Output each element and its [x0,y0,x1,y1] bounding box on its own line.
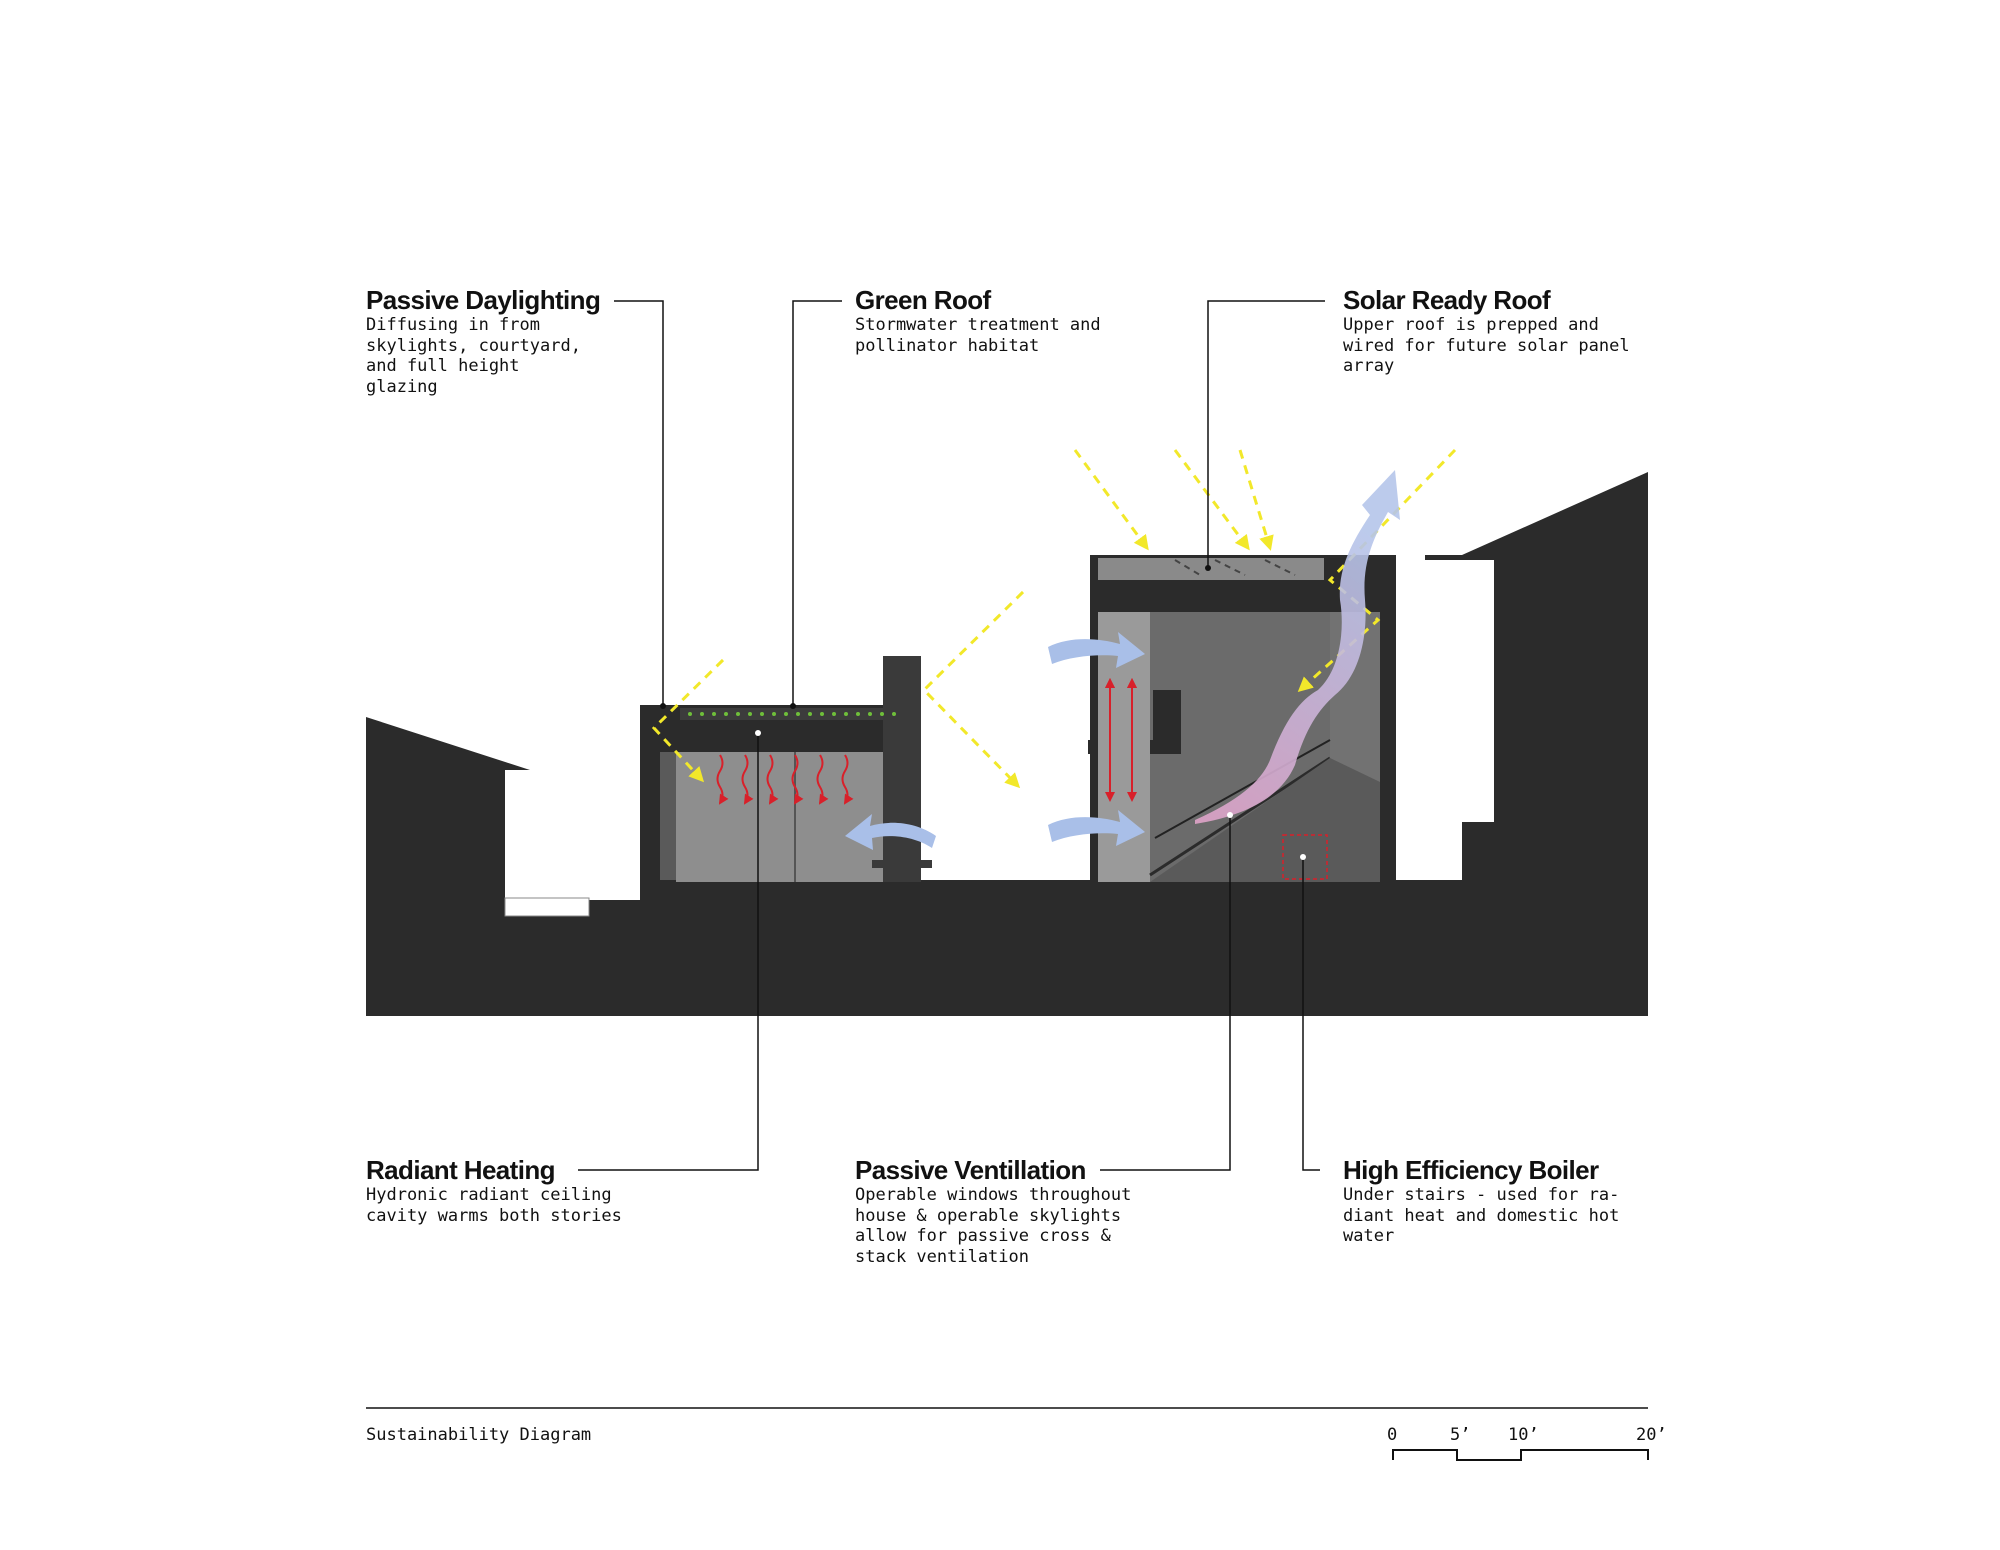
radiant-heat-arrows [716,678,1137,805]
lower-house [640,656,932,883]
callout-passive-ventilation: Passive Ventillation Operable windows th… [855,1155,1215,1267]
callout-text: Upper roof is prepped and wired for futu… [1343,315,1630,376]
callout-title: Radiant Heating [366,1155,556,1185]
boiler-marker [1282,834,1328,880]
callout-green-roof: Green Roof Stormwater treatment and poll… [855,285,1215,356]
neighbour-left [504,770,640,917]
callout-text: Under stairs - used for ra- diant heat a… [1343,1185,1620,1246]
leader-dots [660,565,1306,860]
callout-high-efficiency-boiler: High Efficiency Boiler Under stairs - us… [1343,1155,1703,1247]
callout-solar-ready-roof: Solar Ready Roof Upper roof is prepped a… [1343,285,1703,377]
callout-title: Passive Daylighting [366,285,601,315]
stack-ventilation-plume [1195,470,1400,824]
leader-lines [578,300,1325,1171]
scale-bar [1392,1449,1649,1461]
callout-radiant-heating: Radiant Heating Hydronic radiant ceiling… [366,1155,726,1226]
callout-text: Diffusing in from skylights, courtyard, … [366,315,581,397]
callout-text: Operable windows throughout house & oper… [855,1185,1132,1267]
callout-passive-daylighting: Passive Daylighting Diffusing in from sk… [366,285,726,397]
air-flow-arrows [845,632,1145,850]
callout-title: Solar Ready Roof [1343,285,1551,315]
scale-label-20: 20’ [1636,1425,1667,1445]
scale-label-0: 0 [1387,1425,1398,1445]
callout-text: Hydronic radiant ceiling cavity warms bo… [366,1185,622,1226]
neighbour-right [1396,560,1494,880]
scale-label-10: 10’ [1508,1425,1539,1445]
diagram-title: Sustainability Diagram [366,1425,592,1445]
callout-title: Green Roof [855,285,991,315]
green-roof-plants [688,712,896,716]
callout-title: High Efficiency Boiler [1343,1155,1599,1185]
callout-title: Passive Ventillation [855,1155,1086,1185]
scale-label-5: 5’ [1450,1425,1471,1445]
callout-text: Stormwater treatment and pollinator habi… [855,315,1101,356]
